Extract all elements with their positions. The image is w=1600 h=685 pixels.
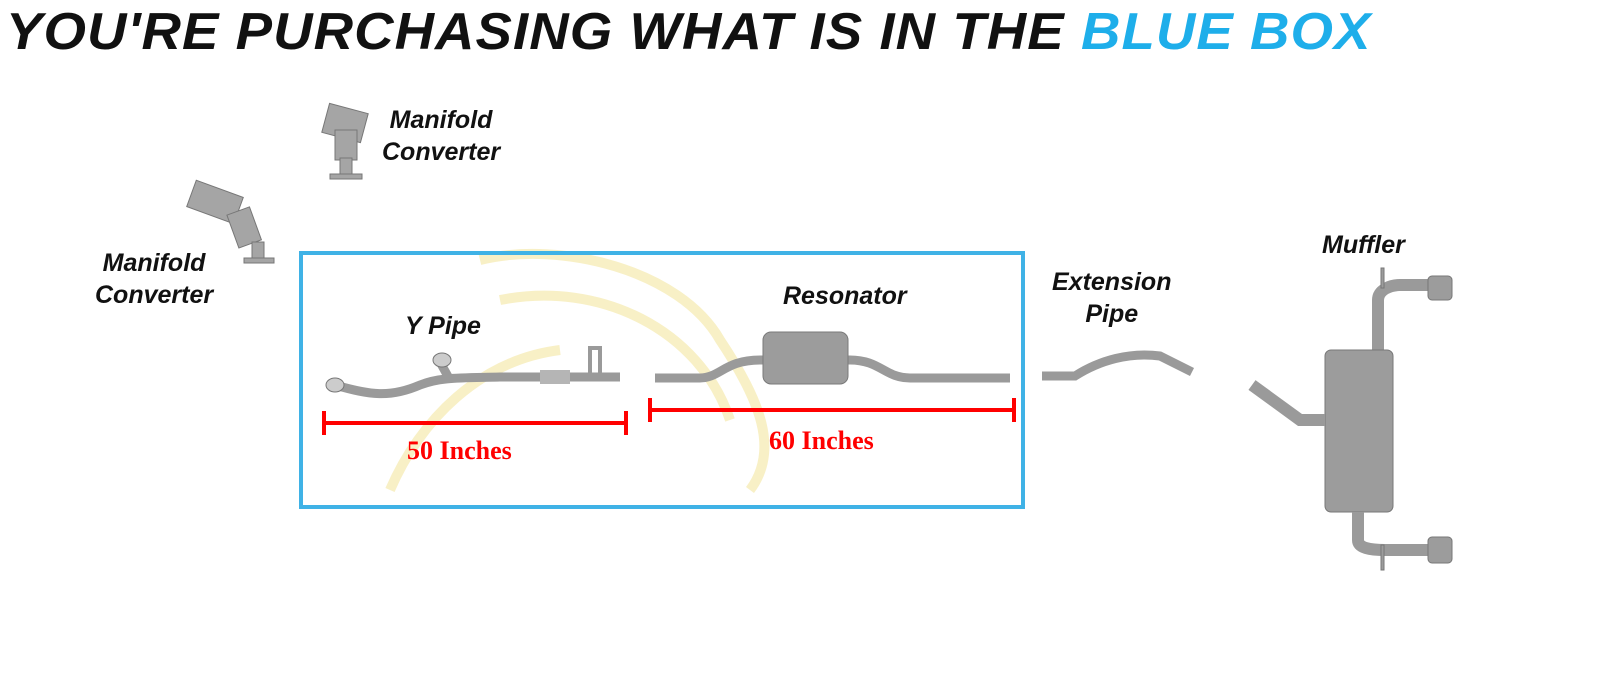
measure-bar-50: [322, 411, 628, 435]
measurement-60: 60 Inches: [769, 426, 874, 455]
title-main: YOU'RE PURCHASING WHAT IS IN THE: [6, 3, 1065, 61]
extension-pipe: [1042, 350, 1195, 381]
manifold-converter-top: [321, 102, 369, 180]
title-highlight: BLUE BOX: [1080, 3, 1372, 61]
label-y-pipe: Y Pipe: [405, 312, 481, 340]
page-title: YOU'RE PURCHASING WHAT IS IN THE BLUE BO…: [6, 2, 1371, 62]
label-line: Manifold: [102, 249, 206, 277]
label-resonator: Resonator: [783, 282, 907, 310]
label-line: Extension: [1052, 268, 1172, 296]
label-line: Pipe: [1085, 300, 1139, 328]
measure-bar-60: [648, 398, 1016, 422]
label-line: Converter: [95, 281, 214, 309]
manifold-converter-left: [186, 179, 275, 264]
label-line: Converter: [382, 138, 501, 166]
label-line: Manifold: [389, 106, 493, 134]
label-muffler: Muffler: [1322, 231, 1405, 259]
measurement-50: 50 Inches: [407, 436, 512, 465]
included-parts-box: [299, 251, 1025, 509]
muffler: [1248, 267, 1453, 571]
